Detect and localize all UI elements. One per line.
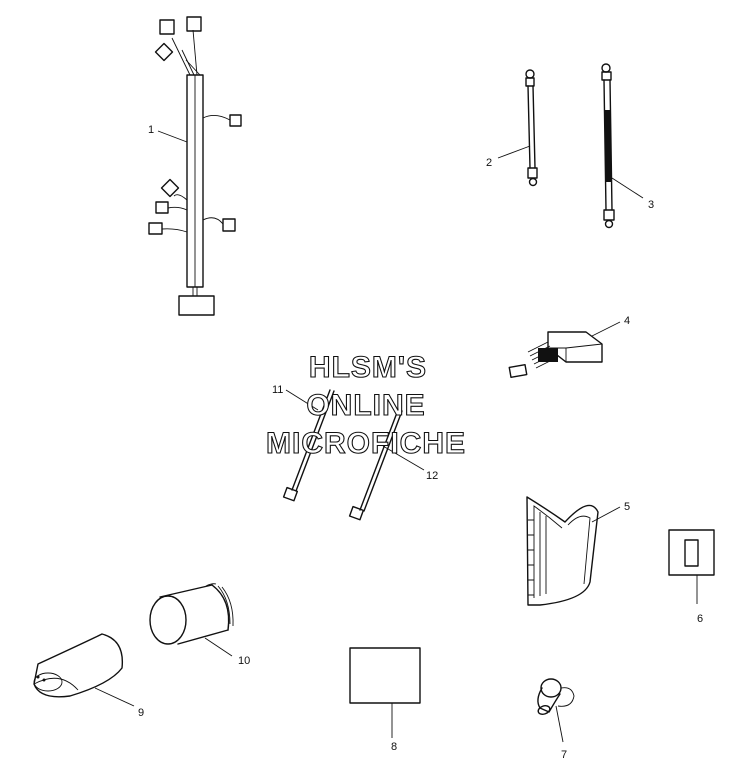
watermark: HLSM'S ONLINE MICROFICHE: [265, 350, 466, 460]
part-11-tie-strap: [282, 389, 335, 502]
callout-7: 7: [561, 749, 567, 761]
part-6-label: [668, 529, 715, 604]
callout-9: 9: [138, 707, 144, 719]
callout-4: 4: [624, 315, 630, 327]
part-1-wiring-harness: [148, 16, 242, 316]
part-5-edge-trim: [526, 496, 621, 606]
callout-3: 3: [648, 199, 654, 211]
part-10-cap: [149, 583, 234, 657]
part-9-boot: [33, 633, 135, 707]
part-4-connector: [508, 321, 621, 379]
part-12-tie-strap: [348, 409, 425, 521]
watermark-line-1: HLSM'S: [309, 351, 427, 384]
callout-1: 1: [148, 124, 154, 136]
callout-6: 6: [697, 613, 703, 625]
part-2-cable: [497, 69, 538, 187]
callout-10: 10: [238, 655, 250, 667]
watermark-line-3: MICROFICHE: [266, 427, 466, 460]
callout-5: 5: [624, 501, 630, 513]
part-3-cable: [601, 63, 644, 229]
part-8-card: [349, 647, 421, 738]
callout-11: 11: [272, 384, 283, 396]
callout-8: 8: [391, 741, 397, 753]
callout-12: 12: [426, 470, 438, 482]
callout-2: 2: [486, 157, 492, 169]
part-7-fitting: [537, 678, 575, 743]
watermark-line-2: ONLINE: [306, 389, 425, 422]
